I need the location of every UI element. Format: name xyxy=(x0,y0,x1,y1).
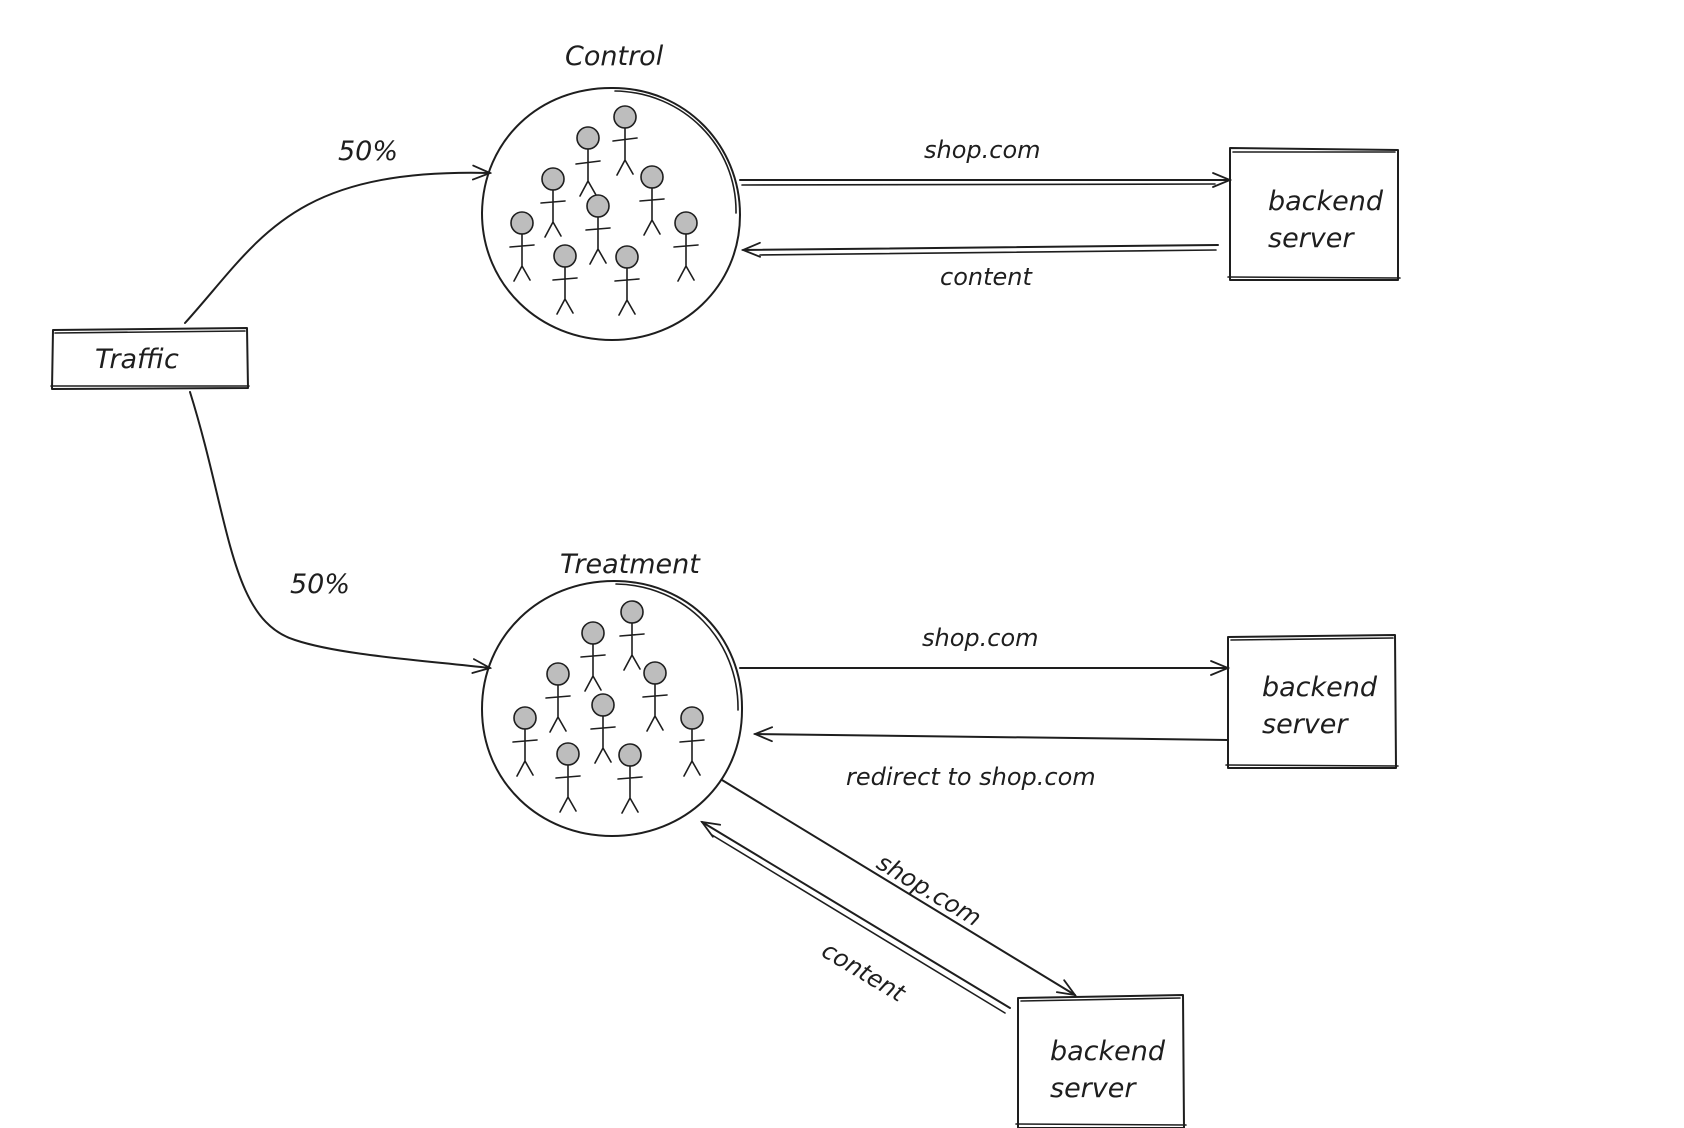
backend-label-line2: server xyxy=(1050,1073,1137,1104)
person-icon xyxy=(642,661,668,732)
backend-label-line1: backend xyxy=(1050,1036,1166,1067)
edge-traffic-to-control: 50% xyxy=(184,136,490,324)
backend-label-line1: backend xyxy=(1268,186,1384,217)
person-icon xyxy=(612,105,638,176)
edge-traffic-to-treatment: 50% xyxy=(189,391,490,668)
person-icon xyxy=(509,211,535,282)
person-icon xyxy=(580,621,606,692)
control-people xyxy=(509,105,699,316)
edge-label-control-request: shop.com xyxy=(924,136,1041,164)
backend-server-control: backend server xyxy=(1227,147,1401,281)
person-icon xyxy=(673,211,699,282)
control-label: Control xyxy=(565,41,664,72)
traffic-node: Traffic xyxy=(50,327,250,390)
backend-label-line2: server xyxy=(1262,709,1349,740)
edge-label-traffic-control: 50% xyxy=(338,136,398,167)
treatment-people xyxy=(512,600,705,814)
edge-label-redirect-request: shop.com xyxy=(872,848,986,932)
person-icon xyxy=(590,693,616,764)
person-icon xyxy=(575,126,601,197)
backend-server-redirect: backend server xyxy=(1015,994,1187,1128)
person-icon xyxy=(555,742,581,813)
edge-treatment-request: shop.com xyxy=(739,624,1228,668)
person-icon xyxy=(512,706,538,777)
backend-server-treatment: backend server xyxy=(1225,634,1399,769)
person-icon xyxy=(639,165,665,236)
edge-control-response: content xyxy=(743,245,1219,291)
edge-label-treatment-response: redirect to shop.com xyxy=(846,763,1096,791)
backend-label-line1: backend xyxy=(1262,672,1378,703)
person-icon xyxy=(619,600,645,671)
person-icon xyxy=(540,167,566,238)
person-icon xyxy=(679,706,705,777)
backend-label-line2: server xyxy=(1268,223,1355,254)
edge-treatment-response: redirect to shop.com xyxy=(755,734,1229,791)
treatment-group: Treatment xyxy=(481,549,744,837)
traffic-label: Traffic xyxy=(95,344,179,375)
edge-label-traffic-treatment: 50% xyxy=(290,569,350,600)
person-icon xyxy=(545,662,571,733)
control-group: Control xyxy=(481,41,741,341)
treatment-label: Treatment xyxy=(560,549,701,580)
edge-control-request: shop.com xyxy=(739,136,1230,185)
edge-label-control-response: content xyxy=(940,263,1033,291)
edge-label-treatment-request: shop.com xyxy=(922,624,1039,652)
person-icon xyxy=(585,194,611,265)
person-icon xyxy=(552,244,578,315)
person-icon xyxy=(617,743,643,814)
person-icon xyxy=(614,245,640,316)
edge-redirect-request: shop.com xyxy=(721,779,1075,995)
